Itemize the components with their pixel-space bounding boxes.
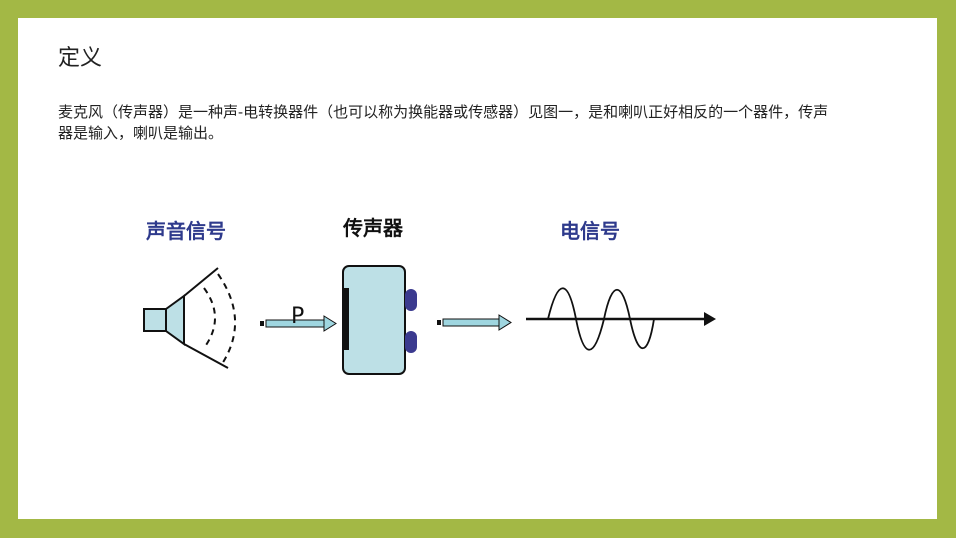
slide-title: 定义: [58, 46, 103, 71]
slide: 定义 麦克风（传声器）是一种声-电转换器件（也可以称为换能器或传感器）见图一，是…: [18, 18, 937, 519]
pressure-arrow: [260, 315, 337, 332]
label-electric-signal: 电信号: [560, 219, 620, 243]
pressure-label: P: [291, 304, 304, 329]
output-arrow: [437, 314, 512, 331]
label-sound-signal: 声音信号: [145, 219, 226, 243]
label-microphone: 传声器: [342, 216, 404, 240]
microphone-diagram: 声音信号 传声器 电信号 P: [143, 216, 716, 375]
definition-paragraph: 麦克风（传声器）是一种声-电转换器件（也可以称为换能器或传感器）见图一，是和喇叭…: [58, 103, 829, 142]
speaker-icon: [143, 267, 237, 369]
electric-signal-waveform: [526, 287, 716, 351]
microphone-device-icon: [342, 265, 417, 375]
